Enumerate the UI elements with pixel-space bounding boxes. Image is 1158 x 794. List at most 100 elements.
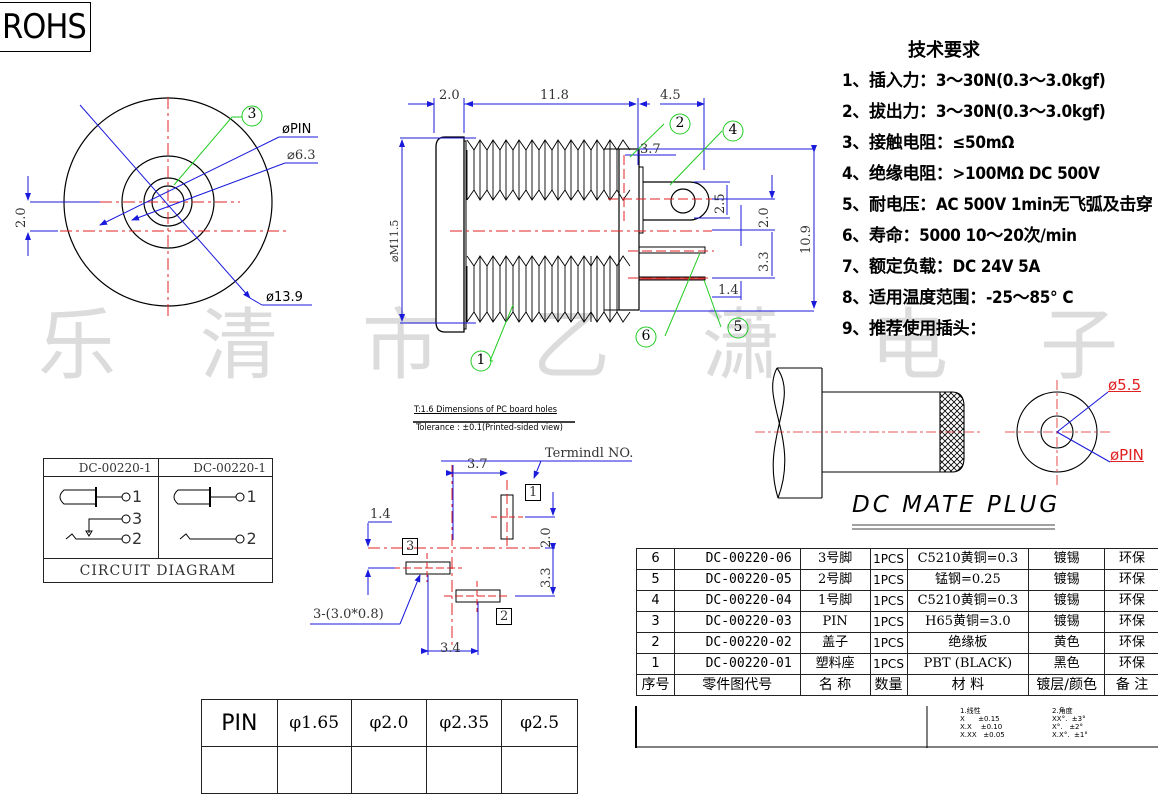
pin-value: φ1.65: [277, 700, 351, 747]
cell-qty: 1PCS: [870, 570, 907, 591]
dim-tail: 4.5: [660, 88, 681, 103]
tech-requirements-title: 技术要求: [908, 36, 980, 62]
cell-no: 6: [637, 549, 675, 570]
requirement-item: 8、适用温度范围：-25～85° C: [842, 283, 1073, 308]
dim-height: 10.9: [799, 225, 814, 254]
cell-material: 绝缘板: [907, 633, 1029, 654]
cell-code: DC-00220-03: [674, 612, 800, 633]
pcb-dim-r1: 2.0: [539, 527, 554, 548]
cell-plating: 镀锡: [1029, 591, 1105, 612]
requirement-item: 5、耐电压：AC 500V 1min无飞弧及击穿: [842, 190, 1153, 215]
cell-name: 3号脚: [800, 549, 870, 570]
table-row: PIN φ1.65 φ2.0 φ2.35 φ2.5: [202, 700, 578, 747]
cell-qty: 1PCS: [870, 654, 907, 675]
cell-qty: 1PCS: [870, 591, 907, 612]
cell-remark: 环保: [1105, 549, 1158, 570]
cell-remark: 环保: [1105, 633, 1158, 654]
linear-item: X ±0.15: [960, 715, 1005, 723]
pin-label: 1: [247, 487, 257, 506]
header-plating: 镀层/颜色: [1029, 675, 1105, 696]
requirement-item: 1、插入力：3～30N(0.3～3.0kgf): [842, 66, 1105, 91]
pin-value: φ2.0: [351, 700, 427, 747]
cell-qty: 1PCS: [870, 633, 907, 654]
pin-value: φ2.35: [427, 700, 502, 747]
linear-title: 1.线性: [960, 707, 1005, 715]
dim-pin-label: øPIN: [282, 122, 311, 137]
circuit-right-symbol: 1 2: [158, 477, 273, 559]
pin-header: PIN: [202, 700, 278, 747]
pcb-tolerance: Tolerance : ±0.1(Printed-sided view): [416, 423, 563, 433]
pin-label: 3: [132, 509, 142, 528]
header-code: 零件图代号: [674, 675, 800, 696]
requirement-item: 4、绝缘电阻：>100MΩ DC 500V: [842, 159, 1100, 184]
pin-label: 2: [132, 529, 142, 548]
pin-label: 1: [132, 487, 142, 506]
cell-code: DC-00220-01: [674, 654, 800, 675]
terminal-1-box: 1: [525, 484, 541, 501]
linear-item: X.X ±0.10: [960, 723, 1005, 731]
balloon-2: 2: [671, 115, 689, 131]
cell-plating: 黑色: [1029, 654, 1105, 675]
balloon-3: 3: [243, 106, 261, 122]
pin-label: 2: [247, 529, 257, 548]
cell-name: PIN: [800, 612, 870, 633]
angle-item: X.X°. ±1°: [1052, 731, 1088, 739]
requirement-item: 3、接触电阻：≤50mΩ: [842, 128, 1014, 153]
cell-no: 5: [637, 570, 675, 591]
mate-dia-pin: øPIN: [1110, 446, 1144, 464]
linear-item: X.XX ±0.05: [960, 731, 1005, 739]
balloon-4: 4: [724, 122, 742, 138]
flange: [436, 137, 464, 332]
cell-name: 盖子: [800, 633, 870, 654]
side-view: [400, 98, 814, 371]
header-qty: 数量: [870, 675, 907, 696]
circuit-left-code: DC-00220-1: [44, 459, 159, 477]
mate-plug-caption: DC MATE PLUG: [852, 492, 1060, 518]
linear-tolerance: 1.线性 X ±0.15 X.X ±0.10 X.XX ±0.05: [960, 707, 1005, 739]
angle-title: 2.角度: [1052, 707, 1088, 715]
requirement-item: 6、寿命：5000 10～20次/min: [842, 221, 1077, 246]
pcb-dim-r2: 3.3: [539, 567, 554, 588]
header-no: 序号: [637, 675, 675, 696]
circuit-right-code: DC-00220-1: [158, 459, 273, 477]
cell-code: DC-00220-05: [674, 570, 800, 591]
cell-plating: 镀锡: [1029, 570, 1105, 591]
dim-tab: 2.5: [713, 193, 728, 214]
cell-remark: 环保: [1105, 591, 1158, 612]
balloon-1: 1: [472, 352, 490, 368]
cell-plating: 镀锡: [1029, 549, 1105, 570]
cell-no: 1: [637, 654, 675, 675]
dim-outer-label: ø13.9: [266, 290, 303, 305]
cell-code: DC-00220-02: [674, 633, 800, 654]
pcb-title: T:1.6 Dimensions of PC board holes: [414, 405, 557, 415]
cell-remark: 环保: [1105, 570, 1158, 591]
thread-lower: [467, 256, 630, 322]
dim-pitch: 3.3: [757, 251, 772, 272]
pcb-dim-bottom: 3.4: [440, 641, 461, 656]
cell-no: 4: [637, 591, 675, 612]
cell-name: 1号脚: [800, 591, 870, 612]
header-remark: 备 注: [1105, 675, 1158, 696]
circuit-caption: CIRCUIT DIAGRAM: [44, 559, 273, 583]
cell-no: 2: [637, 633, 675, 654]
terminal-label: Termindl NO.: [545, 446, 633, 461]
mate-dia-outer: ø5.5: [1108, 376, 1141, 394]
terminal-tab: [643, 182, 709, 220]
dim-flange: 2.0: [439, 88, 460, 103]
dim-pin-depth: 1.4: [718, 283, 739, 298]
dim-pin-gap: 3.7: [640, 142, 661, 157]
dim-body: 11.8: [540, 88, 569, 103]
terminal-2-box: 2: [496, 608, 512, 625]
cell-code: DC-00220-06: [674, 549, 800, 570]
circuit-diagram-table: DC-00220-1 DC-00220-1 1 3 2 1 2 CIRCUIT …: [43, 458, 273, 583]
cell-plating: 镀锡: [1029, 612, 1105, 633]
balloon-6: 6: [637, 328, 655, 344]
header-name: 名 称: [800, 675, 870, 696]
cell-name: 2号脚: [800, 570, 870, 591]
angle-item: X°. ±2°: [1052, 723, 1088, 731]
